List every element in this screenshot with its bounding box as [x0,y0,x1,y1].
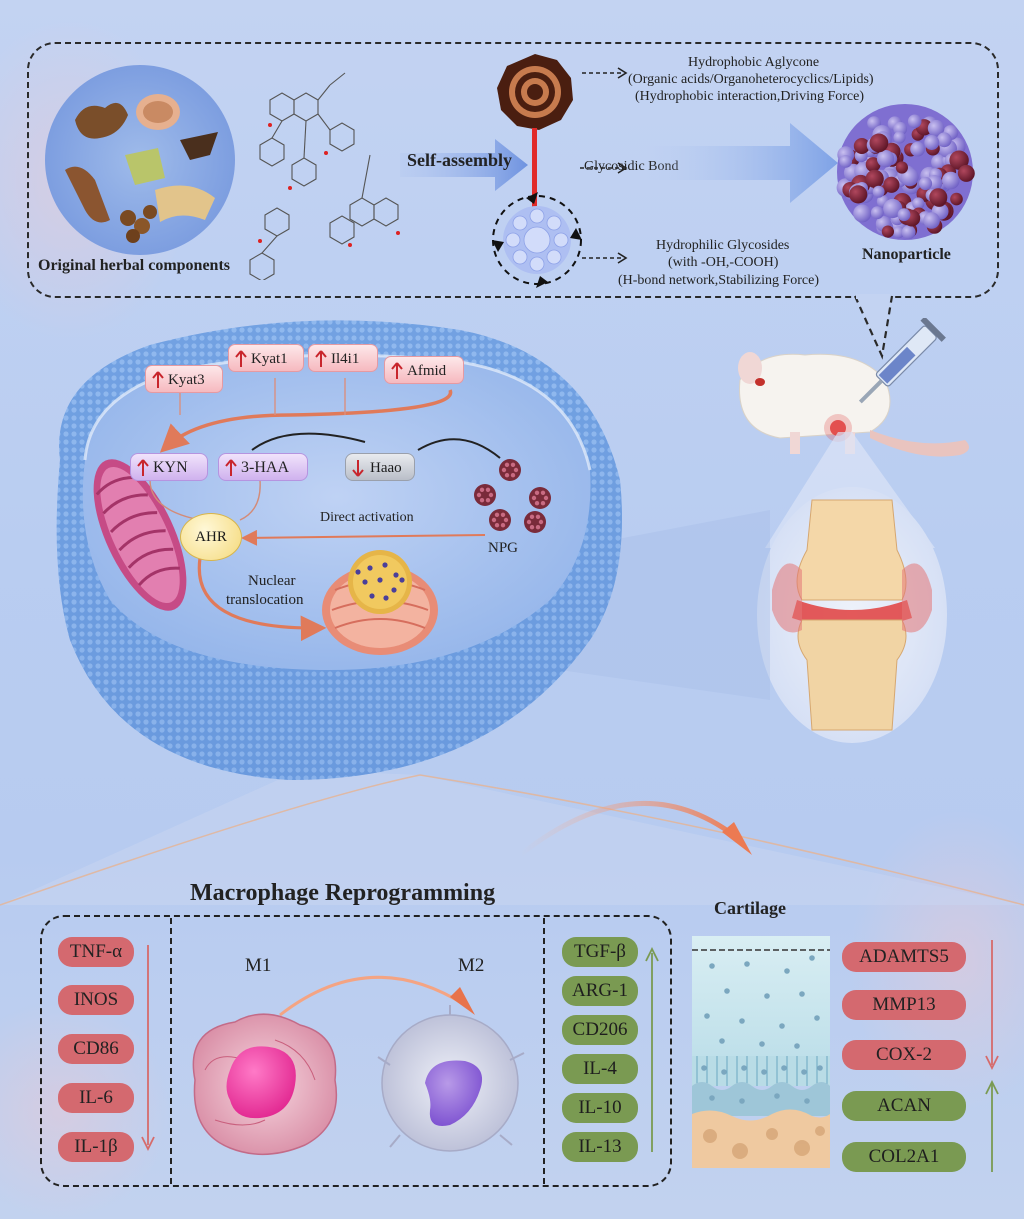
marker-acan: ACAN [842,1091,966,1121]
macrophage-divider-right [543,918,545,1184]
ahr-label: AHR [195,529,227,545]
macrophage-cell [56,320,622,780]
ahr-node: AHR [180,513,242,561]
top-panel [27,42,999,298]
aglycone-icon [497,54,573,130]
syringe-icon [858,318,946,404]
marker-il1b: IL-1β [58,1132,134,1162]
glycosides-line3: (H-bond network,Stabilizing Force) [618,273,820,288]
cartilage-down-arrow [985,940,999,1070]
nanoparticle-illustration [836,104,975,240]
nuclear-translocation-line1: Nuclear [248,573,296,589]
marker-tgf-beta: TGF-β [562,937,638,967]
glycosidic-bond-line [532,128,537,208]
metabolite-3haa: 3-HAA [218,453,308,481]
glycosides-line2: (with -OH,-COOH) [668,255,779,270]
pathway-arrows [149,378,501,642]
down-arrow-icon [352,460,364,477]
m2-macrophage [377,1005,525,1152]
glycoside-icon [492,192,582,288]
self-assembly-label: Self-assembly [407,150,512,170]
m1-label: M1 [245,955,272,976]
label-pointer-arrows [580,67,628,264]
marker-mmp13: MMP13 [842,990,966,1020]
up-arrow-icon [225,459,237,476]
metabolite-3haa-label: 3-HAA [241,459,289,476]
npg-label: NPG [488,540,519,556]
m2-up-arrow [645,947,659,1152]
m1-to-m2-arrow [279,975,475,1017]
macrophage-divider-left [170,918,172,1184]
aglycone-line1: Hydrophobic Aglycone [688,55,820,70]
marker-il4: IL-4 [562,1054,638,1084]
up-arrow-icon [137,459,149,476]
up-arrow-icon [152,371,164,388]
up-arrow-icon [391,362,403,379]
cartilage-title: Cartilage [714,898,786,918]
up-arrow-icon [315,350,327,367]
gene-haao-label: Haao [370,460,402,476]
cartilage-up-arrow [985,1080,999,1172]
marker-il6: IL-6 [58,1083,134,1113]
panel-tail [853,294,894,360]
nuclear-translocation-line2: translocation [226,592,304,608]
m2-label: M2 [458,955,485,976]
marker-arg1: ARG-1 [562,976,638,1006]
nanoparticle-label: Nanoparticle [862,246,951,263]
marker-il13: IL-13 [562,1132,638,1162]
marker-tnf-alpha: TNF-α [58,937,134,967]
herbal-components-illustration [45,65,235,255]
marker-adamts5: ADAMTS5 [842,942,966,972]
marker-il10: IL-10 [562,1093,638,1123]
gene-haao: Haao [345,453,415,481]
herbal-components-label: Original herbal components [38,257,231,274]
self-assembly-arrow [400,139,528,191]
chemical-structures [249,72,400,280]
macrophage-panel [40,915,672,1187]
metabolite-kyn-label: KYN [153,459,188,476]
nanoparticle-arrow [640,123,838,203]
marker-inos: INOS [58,985,134,1015]
gene-il4i1-label: Il4i1 [331,351,360,367]
cell-to-cartilage-arrow [518,800,752,857]
marker-cox2: COX-2 [842,1040,966,1070]
gene-afmid-label: Afmid [407,363,447,379]
gene-il4i1: Il4i1 [308,344,378,372]
gene-kyat1-label: Kyat1 [251,351,288,367]
aglycone-line3: (Hydrophobic interaction,Driving Force) [635,89,864,104]
direct-activation-label: Direct activation [320,510,414,525]
gene-kyat3-label: Kyat3 [168,372,205,388]
marker-col2a1: COL2A1 [842,1142,966,1172]
gene-afmid: Afmid [384,356,464,384]
macrophage-title: Macrophage Reprogramming [190,880,496,906]
knee-joint-illustration [757,487,947,743]
up-arrow-icon [235,350,247,367]
gene-kyat3: Kyat3 [145,365,223,393]
m1-macrophage [192,1013,338,1156]
metabolite-kyn: KYN [130,453,208,481]
aglycone-line2: (Organic acids/Organoheterocyclics/Lipid… [628,72,874,87]
m1-down-arrow [141,945,155,1152]
mouse-illustration [738,352,969,457]
glycosides-line1: Hydrophilic Glycosides [656,238,790,253]
gene-kyat1: Kyat1 [228,344,304,372]
marker-cd206: CD206 [562,1015,638,1045]
marker-cd86: CD86 [58,1034,134,1064]
cartilage-illustration [692,936,830,1168]
